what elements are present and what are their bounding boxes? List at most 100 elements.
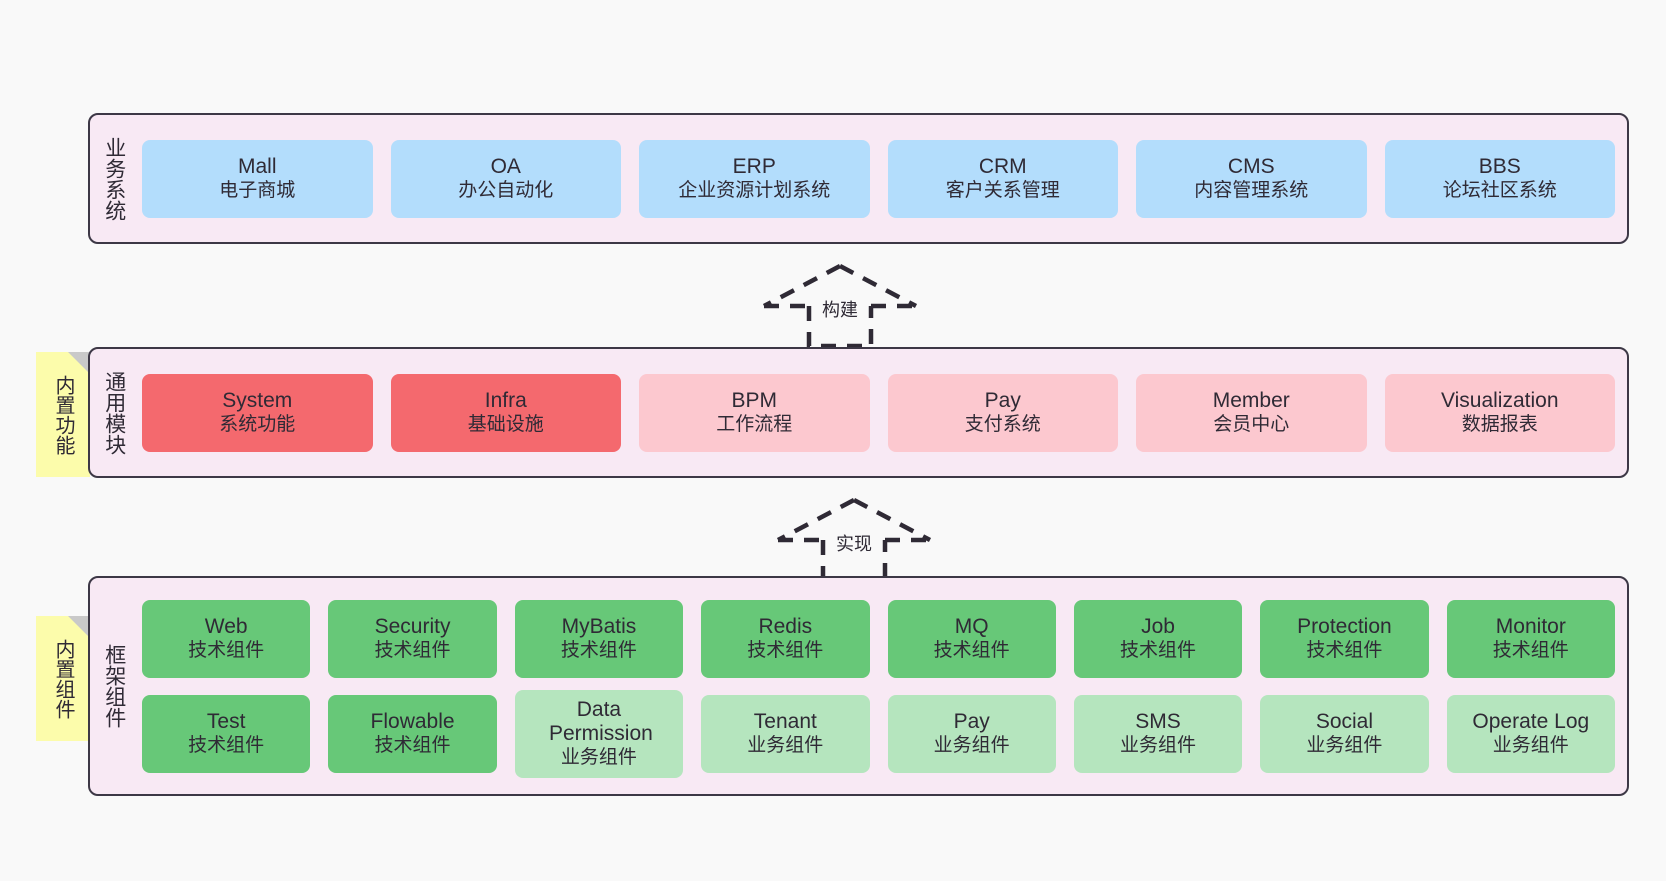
card-test-subtitle: 技术组件 <box>188 734 265 756</box>
card-mall-subtitle: 电子商城 <box>219 179 296 201</box>
card-member-title: Member <box>1212 388 1290 412</box>
row-business-systems: Mall 电子商城 OA 办公自动化 ERP 企业资源计划系统 CRM 客户关系… <box>142 139 1615 218</box>
layer-title-framework-components: 框架组件 <box>102 644 126 728</box>
card-mq[interactable]: MQ 技术组件 <box>887 599 1056 678</box>
connector-build: 构建 <box>752 258 932 350</box>
card-erp-subtitle: 企业资源计划系统 <box>678 179 831 201</box>
connector-build-label: 构建 <box>822 300 858 320</box>
card-operate-log-title: Operate Log <box>1472 709 1590 733</box>
card-web-subtitle: 技术组件 <box>188 639 265 661</box>
card-protection-title: Protection <box>1297 614 1392 638</box>
card-mybatis-subtitle: 技术组件 <box>560 639 637 661</box>
layer-body-framework-components: Web 技术组件 Security 技术组件 MyBatis 技术组件 Redi… <box>138 578 1627 794</box>
connector-implement: 实现 <box>766 492 946 584</box>
card-pay-module-title: Pay <box>984 388 1021 412</box>
layer-title-common-modules: 通用模块 <box>102 370 126 455</box>
card-bpm-subtitle: 工作流程 <box>716 413 793 435</box>
card-member-subtitle: 会员中心 <box>1213 413 1290 435</box>
card-infra-subtitle: 基础设施 <box>467 413 544 435</box>
connector-build-arrow-icon <box>762 264 918 349</box>
card-flowable-title: Flowable <box>370 709 455 733</box>
card-web[interactable]: Web 技术组件 <box>142 599 311 678</box>
sticky-note-builtin-features-label: 内置功能 <box>52 374 74 455</box>
card-erp-title: ERP <box>732 154 776 178</box>
sticky-fold-corner-icon <box>68 352 90 374</box>
card-data-permission-subtitle: 业务组件 <box>560 747 637 769</box>
card-pay-module-subtitle: 支付系统 <box>964 413 1041 435</box>
card-redis[interactable]: Redis 技术组件 <box>701 599 870 678</box>
sticky-note-builtin-components-label: 内置组件 <box>52 638 74 719</box>
card-security-subtitle: 技术组件 <box>374 639 451 661</box>
sticky-note-builtin-components: 内置组件 <box>36 616 90 741</box>
card-security[interactable]: Security 技术组件 <box>328 599 497 678</box>
card-job[interactable]: Job 技术组件 <box>1073 599 1243 678</box>
sticky-fold-corner-icon <box>68 616 90 638</box>
card-flowable[interactable]: Flowable 技术组件 <box>328 694 497 773</box>
card-operate-log-subtitle: 业务组件 <box>1492 734 1569 756</box>
card-operate-log[interactable]: Operate Log 业务组件 <box>1446 694 1615 773</box>
card-test-title: Test <box>206 709 246 733</box>
card-flowable-subtitle: 技术组件 <box>374 734 451 756</box>
card-system-title: System <box>222 388 293 412</box>
card-job-title: Job <box>1141 614 1175 638</box>
card-crm-subtitle: 客户关系管理 <box>945 179 1060 201</box>
card-pay-module[interactable]: Pay 支付系统 <box>887 373 1118 452</box>
card-protection[interactable]: Protection 技术组件 <box>1260 599 1429 678</box>
connector-implement-arrow-icon <box>776 498 932 583</box>
card-monitor-title: Monitor <box>1495 614 1566 638</box>
card-oa[interactable]: OA 办公自动化 <box>390 139 621 218</box>
layer-common-modules: 通用模块 System 系统功能 Infra 基础设施 BPM 工作流程 Pay… <box>88 347 1629 478</box>
card-bpm[interactable]: BPM 工作流程 <box>639 373 870 452</box>
card-redis-subtitle: 技术组件 <box>747 639 824 661</box>
card-data-permission-title: Data Permission <box>548 697 653 746</box>
layer-body-common-modules: System 系统功能 Infra 基础设施 BPM 工作流程 Pay 支付系统… <box>138 349 1627 476</box>
card-pay-component[interactable]: Pay 业务组件 <box>887 694 1056 773</box>
card-pay-component-subtitle: 业务组件 <box>933 734 1010 756</box>
card-mall-title: Mall <box>237 154 277 178</box>
card-sms[interactable]: SMS 业务组件 <box>1073 694 1243 773</box>
card-tenant-subtitle: 业务组件 <box>747 734 824 756</box>
layer-framework-components: 框架组件 Web 技术组件 Security 技术组件 MyBatis 技术组件… <box>88 576 1629 796</box>
card-data-permission[interactable]: Data Permission 业务组件 <box>514 689 684 778</box>
card-social[interactable]: Social 业务组件 <box>1260 694 1429 773</box>
card-bbs[interactable]: BBS 论坛社区系统 <box>1384 139 1615 218</box>
card-tenant[interactable]: Tenant 业务组件 <box>701 694 870 773</box>
row-business-components: Test 技术组件 Flowable 技术组件 Data Permission … <box>142 689 1615 778</box>
card-test[interactable]: Test 技术组件 <box>142 694 311 773</box>
card-visualization[interactable]: Visualization 数据报表 <box>1384 373 1615 452</box>
card-mq-title: MQ <box>954 614 989 638</box>
card-social-subtitle: 业务组件 <box>1306 734 1383 756</box>
card-crm[interactable]: CRM 客户关系管理 <box>887 139 1118 218</box>
card-oa-title: OA <box>490 154 521 178</box>
card-job-subtitle: 技术组件 <box>1120 639 1197 661</box>
layer-body-business-systems: Mall 电子商城 OA 办公自动化 ERP 企业资源计划系统 CRM 客户关系… <box>138 115 1627 242</box>
card-mall[interactable]: Mall 电子商城 <box>142 139 373 218</box>
card-crm-title: CRM <box>978 154 1027 178</box>
card-security-title: Security <box>374 614 451 638</box>
card-member[interactable]: Member 会员中心 <box>1136 373 1367 452</box>
layer-business-systems: 业务系统 Mall 电子商城 OA 办公自动化 ERP 企业资源计划系统 CRM… <box>88 113 1629 244</box>
connector-implement-label: 实现 <box>836 534 872 554</box>
card-cms-subtitle: 内容管理系统 <box>1194 179 1309 201</box>
card-monitor[interactable]: Monitor 技术组件 <box>1446 599 1615 678</box>
card-mq-subtitle: 技术组件 <box>933 639 1010 661</box>
card-visualization-title: Visualization <box>1440 388 1559 412</box>
row-tech-components: Web 技术组件 Security 技术组件 MyBatis 技术组件 Redi… <box>142 599 1615 678</box>
card-infra[interactable]: Infra 基础设施 <box>390 373 621 452</box>
card-mybatis-title: MyBatis <box>561 614 637 638</box>
card-oa-subtitle: 办公自动化 <box>458 179 554 201</box>
card-protection-subtitle: 技术组件 <box>1306 639 1383 661</box>
card-bbs-subtitle: 论坛社区系统 <box>1442 179 1557 201</box>
card-pay-component-title: Pay <box>953 709 990 733</box>
card-cms[interactable]: CMS 内容管理系统 <box>1136 139 1367 218</box>
card-web-title: Web <box>204 614 248 638</box>
card-visualization-subtitle: 数据报表 <box>1461 413 1538 435</box>
card-cms-title: CMS <box>1227 154 1275 178</box>
card-erp[interactable]: ERP 企业资源计划系统 <box>639 139 870 218</box>
card-redis-title: Redis <box>758 614 813 638</box>
card-system-subtitle: 系统功能 <box>219 413 296 435</box>
card-system[interactable]: System 系统功能 <box>142 373 373 452</box>
card-mybatis[interactable]: MyBatis 技术组件 <box>514 599 684 678</box>
card-bbs-title: BBS <box>1478 154 1521 178</box>
